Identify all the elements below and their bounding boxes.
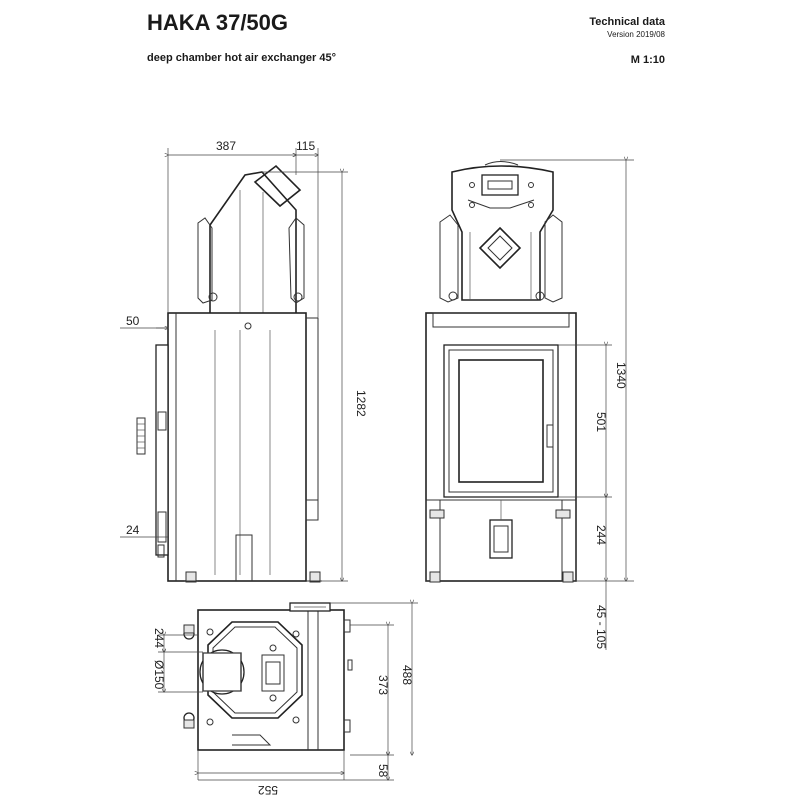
dim-side-depth: 387 (216, 139, 236, 153)
page-subtitle: deep chamber hot air exchanger 45° (147, 52, 337, 64)
dim-front-glass: 501 (594, 412, 608, 432)
dim-side-bottom: 24 (126, 523, 140, 537)
dim-top-bottom: 58 (376, 764, 390, 778)
dim-top-depth-total: 488 (400, 665, 414, 685)
dim-side-height: 1282 (354, 390, 368, 417)
page-title: HAKA 37/50G (147, 10, 289, 35)
dim-front-base: 244 (594, 525, 608, 545)
version-label: Version 2019/08 (607, 30, 665, 39)
dim-side-outlet: 115 (296, 139, 315, 153)
scale-label: M 1:10 (630, 54, 665, 66)
top-view: 244 Ø150 373 488 58 552 (152, 603, 418, 797)
dim-front-feet: 45 - 105 (594, 605, 608, 649)
dim-top-inlet-diameter: Ø150 (152, 660, 166, 690)
dim-front-height: 1340 (614, 362, 628, 389)
side-view: 387 115 1282 50 24 (120, 139, 368, 583)
front-view: 1340 501 244 45 - 105 (425, 160, 634, 650)
dim-top-width: 552 (258, 783, 278, 797)
dim-side-door: 50 (126, 314, 140, 328)
dim-top-inlet-offset: 244 (152, 628, 166, 648)
technical-data-label: Technical data (589, 16, 665, 28)
dim-top-depth-inner: 373 (376, 675, 390, 695)
